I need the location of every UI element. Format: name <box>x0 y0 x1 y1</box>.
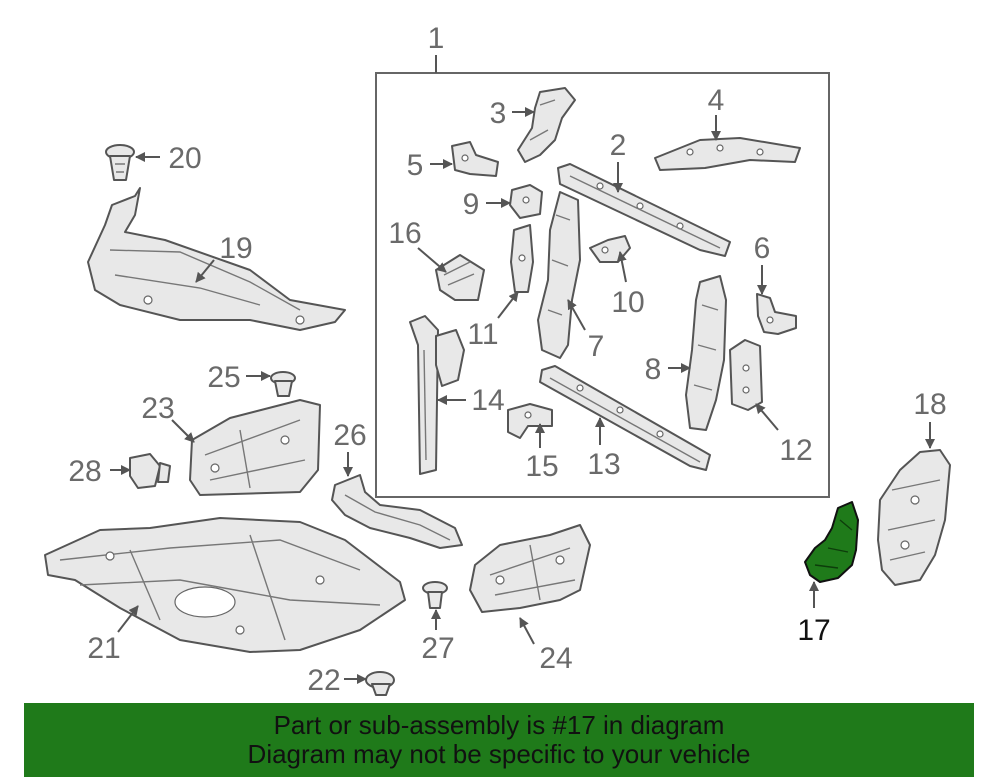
label-8: 8 <box>645 353 662 386</box>
label-17: 17 <box>797 614 830 647</box>
part-13[interactable] <box>539 365 711 471</box>
label-19: 19 <box>219 232 252 265</box>
label-12: 12 <box>779 434 812 467</box>
part-24[interactable] <box>469 524 591 613</box>
part-19[interactable] <box>87 187 346 331</box>
part-14[interactable] <box>409 315 465 475</box>
part-23[interactable] <box>189 399 321 496</box>
label-2: 2 <box>610 129 627 162</box>
label-10: 10 <box>611 286 644 319</box>
label-27: 27 <box>421 632 454 665</box>
label-13: 13 <box>587 448 620 481</box>
part-18[interactable] <box>877 449 951 586</box>
label-5: 5 <box>407 149 424 182</box>
part-22[interactable] <box>365 671 395 696</box>
part-7[interactable] <box>537 191 581 359</box>
label-20: 20 <box>168 142 201 175</box>
part-12[interactable] <box>729 339 763 411</box>
part-3[interactable] <box>517 87 576 163</box>
label-25: 25 <box>207 361 240 394</box>
label-14: 14 <box>471 384 504 417</box>
label-6: 6 <box>754 232 771 265</box>
part-11[interactable] <box>510 224 534 293</box>
label-18: 18 <box>913 388 946 421</box>
label-9: 9 <box>463 188 480 221</box>
label-22: 22 <box>307 664 340 697</box>
part-6[interactable] <box>756 293 797 335</box>
part-21[interactable] <box>44 517 406 653</box>
part-17-highlighted[interactable] <box>804 501 859 583</box>
label-3: 3 <box>490 97 507 130</box>
part-5[interactable] <box>451 141 499 177</box>
part-8[interactable] <box>685 275 727 431</box>
part-15[interactable] <box>507 403 553 439</box>
part-10[interactable] <box>589 235 631 263</box>
part-26[interactable] <box>331 474 463 549</box>
part-25[interactable] <box>270 371 296 397</box>
part-27[interactable] <box>422 581 448 609</box>
label-4: 4 <box>708 84 725 117</box>
label-23: 23 <box>141 392 174 425</box>
radiator-support-group-frame <box>375 72 830 498</box>
banner-line-2: Diagram may not be specific to your vehi… <box>247 739 751 769</box>
label-7: 7 <box>588 330 605 363</box>
label-24: 24 <box>539 642 572 675</box>
label-16: 16 <box>388 217 421 250</box>
fitment-notice-banner: Part or sub-assembly is #17 in diagram D… <box>24 703 974 777</box>
label-26: 26 <box>333 419 366 452</box>
label-28: 28 <box>68 455 101 488</box>
part-16[interactable] <box>435 254 485 301</box>
label-15: 15 <box>525 450 558 483</box>
label-21: 21 <box>87 632 120 665</box>
label-11: 11 <box>467 318 498 351</box>
part-20[interactable] <box>105 144 135 181</box>
part-28[interactable] <box>129 453 171 489</box>
part-9[interactable] <box>509 184 543 219</box>
banner-line-1: Part or sub-assembly is #17 in diagram <box>273 710 725 740</box>
part-2[interactable] <box>557 163 731 257</box>
label-1: 1 <box>428 22 445 55</box>
part-4[interactable] <box>654 137 801 171</box>
